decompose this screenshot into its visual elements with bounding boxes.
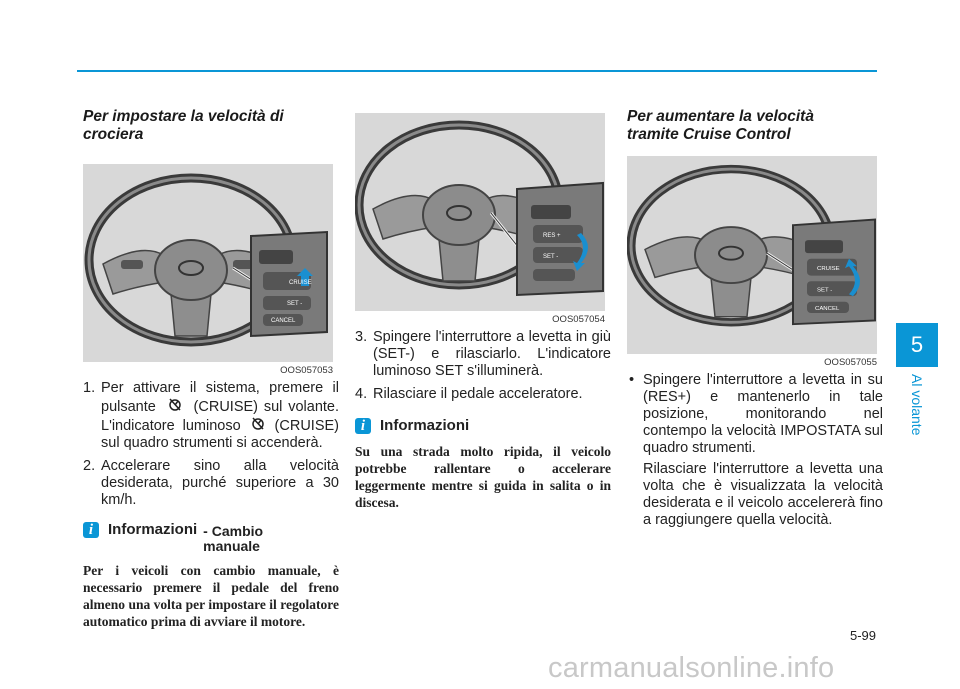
- chapter-number-tab[interactable]: 5: [896, 323, 938, 367]
- steering-wheel-figure-2: RES + SET -: [355, 113, 605, 311]
- cruise-label: CRUISE: [817, 266, 840, 272]
- set-label: SET -: [543, 254, 558, 260]
- section-title-set-speed: Per impostare la velocità di crociera: [83, 108, 284, 143]
- watermark: carmanualsonline.info: [548, 652, 835, 684]
- chapter-name: Al volante: [909, 374, 925, 436]
- step-3: 3. Spingere l'interruttore a levetta in …: [355, 329, 611, 379]
- info-header-1: i Informazioni - Cambio manuale: [83, 521, 339, 554]
- header-rule: [77, 70, 877, 72]
- bullet-increase-speed: • Spingere l'interruttore a levetta in s…: [629, 372, 883, 456]
- info-icon: i: [83, 522, 99, 538]
- info-body-1: Per i veicoli con cambio manuale, è nece…: [83, 563, 339, 629]
- section-title-increase-speed: Per aumentare la velocità tramite Cruise…: [627, 108, 814, 143]
- info-subtitle: - Cambio manuale: [203, 523, 264, 554]
- column-3: Per aumentare la velocità tramite Cruise…: [627, 108, 883, 529]
- figure-code-3: OOS057055: [824, 357, 877, 368]
- cancel-label: CANCEL: [271, 318, 296, 324]
- figure-code-2: OOS057054: [552, 314, 605, 325]
- steering-wheel-figure-3: CRUISE SET - CANCEL: [627, 156, 877, 354]
- info-icon: i: [355, 418, 371, 434]
- info-title: Informazioni: [380, 417, 470, 434]
- set-label: SET -: [817, 288, 832, 294]
- cruise-control-icon: [162, 397, 188, 416]
- cruise-control-indicator-icon: [249, 416, 267, 435]
- step-2: 2. Accelerare sino alla velocità desider…: [83, 458, 339, 508]
- cancel-label: CANCEL: [815, 306, 840, 312]
- steering-wheel-illustration: CRUISE SET - CANCEL: [83, 164, 333, 362]
- steering-wheel-illustration: RES + SET -: [355, 113, 605, 311]
- steering-wheel-illustration: CRUISE SET - CANCEL: [627, 156, 877, 341]
- steering-wheel-figure-1: CRUISE SET - CANCEL: [83, 164, 333, 362]
- column-1: Per impostare la velocità di crociera CR…: [83, 108, 339, 630]
- step-4: 4. Rilasciare il pedale acceleratore.: [355, 386, 583, 402]
- set-label: SET -: [287, 301, 302, 307]
- step-1: 1. Per attivare il sistema, premere il p…: [83, 380, 340, 451]
- bullet-continuation: Rilasciare l'interruttore a levetta una …: [643, 461, 883, 528]
- info-header-2: i Informazioni: [355, 417, 611, 435]
- info-body-2: Su una strada molto ripida, il veicolo p…: [355, 444, 611, 510]
- column-2: RES + SET - OOS057054 3. Spingere l'inte…: [355, 113, 611, 511]
- info-title: Informazioni: [108, 521, 198, 538]
- res-label: RES +: [543, 233, 561, 239]
- cruise-label: CRUISE: [289, 280, 312, 286]
- figure-code-1: OOS057053: [280, 365, 333, 376]
- page-number: 5-99: [849, 628, 876, 643]
